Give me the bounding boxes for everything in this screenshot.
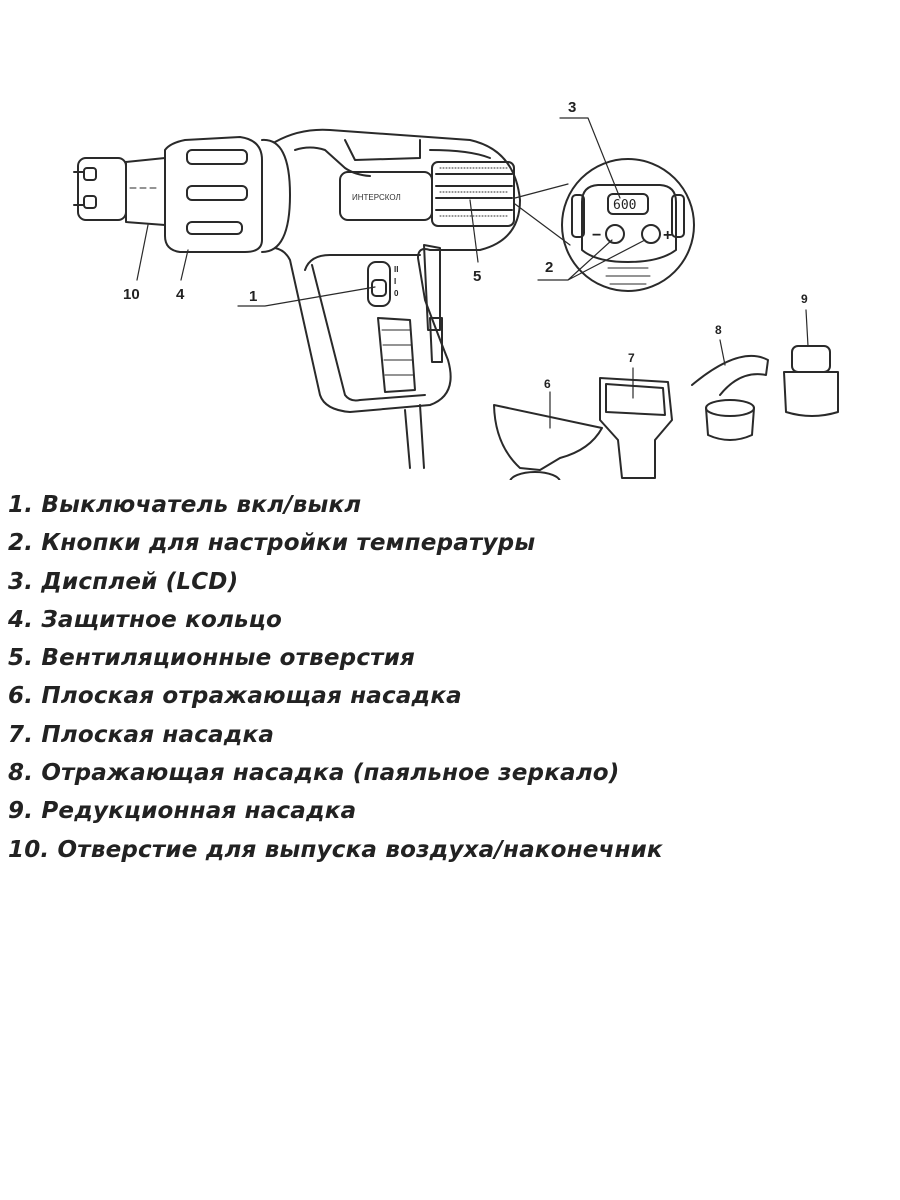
svg-text:I: I	[394, 277, 396, 286]
callout-4: 4	[176, 286, 185, 303]
callout-8: 8	[715, 323, 722, 337]
plus-button	[641, 224, 661, 244]
svg-text:II: II	[394, 265, 398, 274]
callout-5: 5	[473, 268, 481, 285]
callout-10: 10	[123, 286, 140, 303]
handle: II I 0	[311, 244, 443, 469]
callout-6: 6	[544, 377, 551, 391]
brand-logo: ИНТЕРСКОЛ	[352, 193, 401, 202]
protective-ring	[164, 136, 291, 253]
legend-item: 2. Кнопки для настройки температуры	[8, 530, 536, 557]
legend-item: 1. Выключатель вкл/выкл	[8, 492, 362, 518]
legend-item: 9. Редукционная насадка	[8, 798, 357, 825]
minus-button	[605, 224, 625, 244]
nozzle-tip	[73, 157, 166, 226]
parts-legend: 1. Выключатель вкл/выкл 2. Кнопки для на…	[8, 486, 663, 869]
legend-item: 7. Плоская насадка	[8, 721, 275, 748]
svg-text:0: 0	[394, 289, 399, 298]
callout-9: 9	[801, 292, 808, 306]
heat-gun-diagram: ИНТЕРСКОЛ II I 0 600 − +	[73, 99, 839, 480]
svg-text:600: 600	[613, 198, 636, 213]
ventilation-openings	[431, 161, 515, 227]
callout-3: 3	[568, 99, 576, 116]
reflector-mirror-nozzle	[691, 354, 769, 441]
callout-7: 7	[628, 351, 635, 365]
callout-1: 1	[249, 288, 257, 305]
lcd-display	[607, 193, 649, 215]
svg-text:−: −	[592, 227, 601, 244]
legend-item: 4. Защитное кольцо	[8, 606, 283, 633]
legend-item: 10. Отверстие для выпуска воздуха/наконе…	[8, 836, 663, 863]
flat-reflector-nozzle	[493, 404, 603, 480]
callout-lines	[136, 117, 809, 429]
legend-item: 6. Плоская отражающая насадка	[8, 683, 462, 710]
legend-item: 5. Вентиляционные отверстия	[8, 645, 415, 672]
display-inset: 600 − +	[514, 158, 695, 292]
legend-item: 3. Дисплей (LCD)	[8, 568, 239, 595]
callout-2: 2	[545, 259, 553, 276]
legend-item: 8. Отражающая насадка (паяльное зеркало)	[8, 760, 620, 787]
reduction-nozzle	[783, 345, 839, 417]
flat-nozzle	[599, 377, 673, 479]
on-off-switch	[367, 261, 391, 307]
svg-text:+: +	[663, 227, 672, 244]
